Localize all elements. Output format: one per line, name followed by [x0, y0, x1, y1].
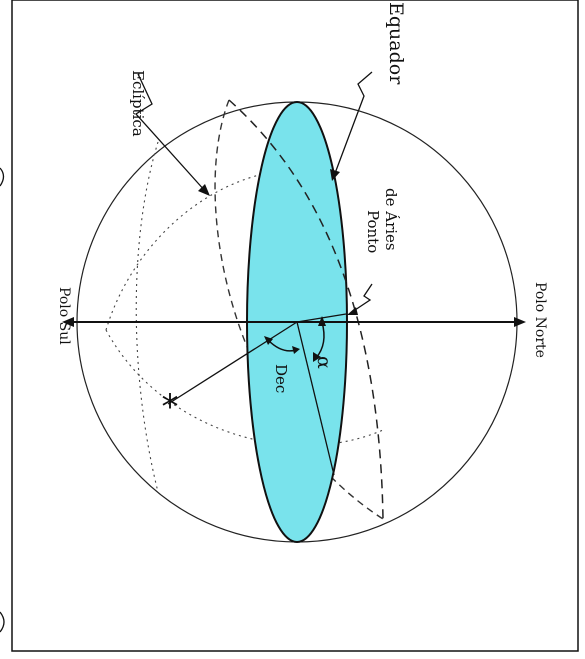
declination-arc-arrowhead-2 — [292, 346, 300, 354]
north-pole-label: Polo Norte — [532, 282, 548, 358]
star-direction-line — [167, 321, 298, 405]
right-ascension-label: α — [313, 356, 335, 369]
star-marker: * — [162, 387, 179, 427]
right-ascension-arc-arrowhead-2 — [313, 352, 321, 362]
hour-circle-equator-line — [296, 321, 335, 476]
aries-leader-line — [351, 283, 373, 313]
figure-frame — [11, 0, 579, 652]
south-pole-arrowhead — [62, 317, 74, 327]
declination-label: Dec — [272, 364, 290, 393]
ecliptic-label: Eclíptica — [129, 70, 147, 137]
aries-point-label-line2: de Áries — [382, 188, 400, 251]
declination-parallel — [135, 141, 159, 493]
aries-leader-arrowhead — [347, 307, 358, 315]
north-pole-arrowhead — [514, 317, 526, 327]
equator-leader-arrowhead — [330, 169, 340, 181]
ecliptic-leader-line — [134, 73, 207, 193]
right-ascension-arc-arrowhead-1 — [318, 316, 326, 326]
cropped-edge-mark-bottom — [0, 611, 5, 633]
hour-circle-back — [105, 169, 286, 331]
ecliptic-leader-arrowhead — [198, 184, 210, 196]
cropped-edge-mark-top — [0, 167, 5, 187]
south-pole-label: Polo Sul — [56, 287, 72, 345]
equator-leader-line — [333, 71, 373, 177]
declination-arc-arrowhead-1 — [264, 336, 273, 345]
equator-label: Equador — [385, 2, 407, 85]
aries-point-label-line1: Ponto — [364, 210, 382, 253]
